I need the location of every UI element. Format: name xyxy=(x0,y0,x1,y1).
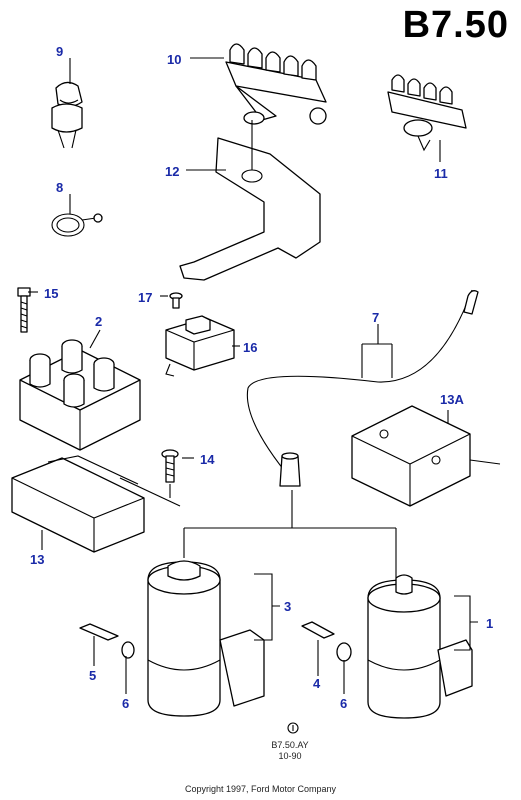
part-10-retainer xyxy=(225,43,327,125)
part-16-module xyxy=(165,315,235,377)
callout-7: 7 xyxy=(372,310,380,325)
callout-11: 11 xyxy=(434,166,448,181)
part-8-wire-clip xyxy=(51,213,103,237)
callout-4: 4 xyxy=(313,676,321,691)
part-14-screw xyxy=(161,449,179,498)
part-9-clip xyxy=(51,81,83,149)
callout-6-left: 6 xyxy=(122,696,130,711)
callout-10: 10 xyxy=(167,52,182,67)
callout-5: 5 xyxy=(89,668,97,683)
callout-15: 15 xyxy=(44,286,59,301)
part-15-bolt xyxy=(17,287,31,333)
part-7-ht-lead xyxy=(246,289,479,487)
ref-symbol xyxy=(287,722,299,734)
part-2-dis-coil xyxy=(19,339,141,451)
part-13a-bracket xyxy=(351,405,501,507)
callout-6-right: 6 xyxy=(340,696,348,711)
callout-8: 8 xyxy=(56,180,64,195)
callout-2: 2 xyxy=(95,314,103,329)
callout-3: 3 xyxy=(284,599,292,614)
leader-lines xyxy=(28,57,478,694)
callout-9: 9 xyxy=(56,44,64,59)
ref-code-line2: 10-90 xyxy=(278,751,302,761)
callout-13a: 13A xyxy=(440,392,464,407)
copyright-notice: Copyright 1997, Ford Motor Company xyxy=(184,784,337,794)
part-13-bracket xyxy=(11,455,181,553)
part-17-screw xyxy=(169,292,183,309)
part-6-washer-left xyxy=(121,641,135,659)
part-4-bolt xyxy=(301,621,335,639)
callout-16: 16 xyxy=(243,340,258,355)
callout-1: 1 xyxy=(486,616,494,631)
part-1-coil xyxy=(367,574,473,719)
callout-17: 17 xyxy=(138,290,153,305)
part-5-bolt xyxy=(79,623,119,641)
callout-12: 12 xyxy=(165,164,180,179)
callout-13: 13 xyxy=(30,552,45,567)
part-12-bracket xyxy=(179,120,321,281)
part-3-coil xyxy=(147,560,265,717)
ref-code-line1: B7.50.AY xyxy=(271,740,309,750)
callout-14: 14 xyxy=(200,452,215,467)
part-6-washer-right xyxy=(336,642,352,662)
part-11-retainer xyxy=(387,74,467,152)
page-code: B7.50 xyxy=(402,4,509,46)
